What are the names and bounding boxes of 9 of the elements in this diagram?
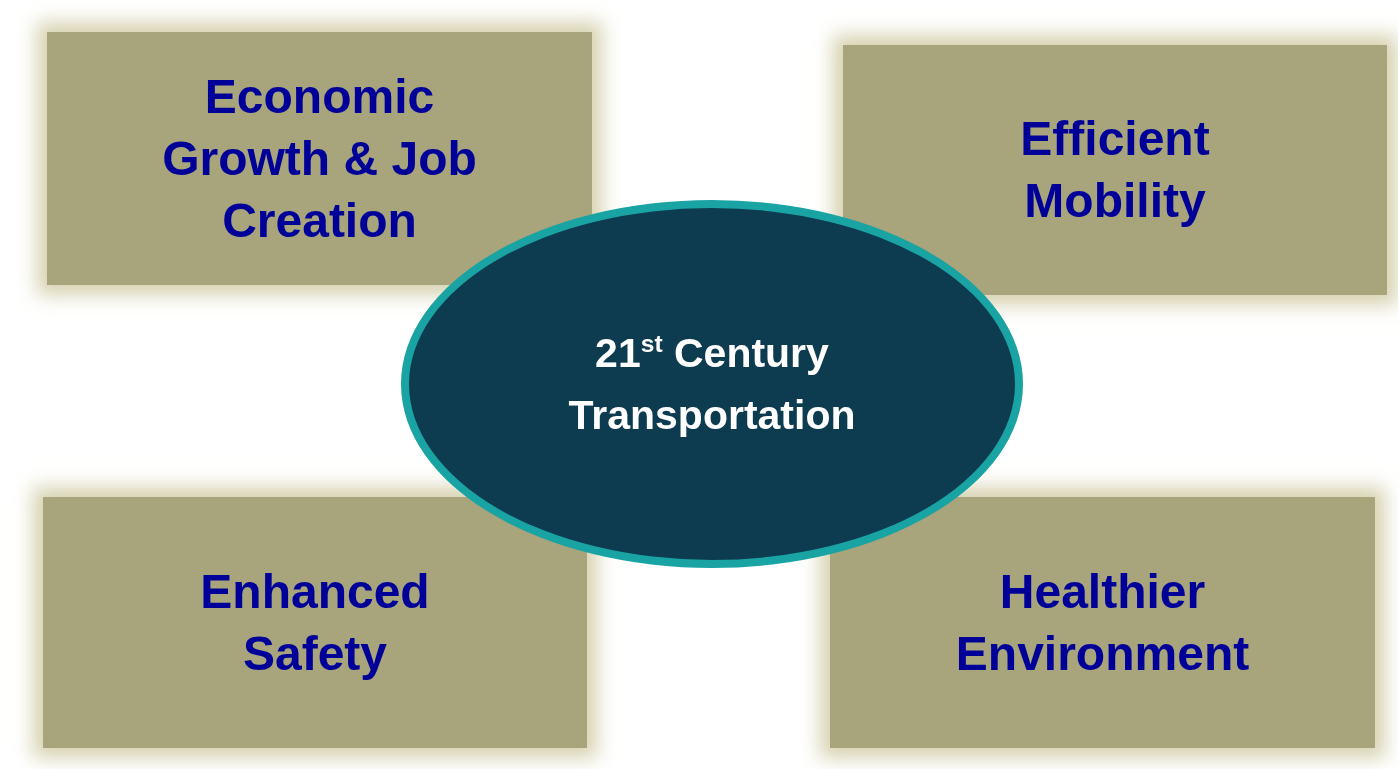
center-text: 21$^{st}$ Century Transportation xyxy=(567,329,857,440)
goal-box xyxy=(43,497,587,748)
goal-box xyxy=(843,45,1387,295)
goal-box xyxy=(47,32,592,285)
goal-text: Healthier Environment xyxy=(954,563,1251,682)
goal-text: Economic Growth & Job Creation xyxy=(161,68,478,249)
goal-text: Enhanced Safety xyxy=(199,563,431,682)
goal-box xyxy=(830,497,1375,748)
goal-text: Efficient Mobility xyxy=(1019,111,1211,229)
